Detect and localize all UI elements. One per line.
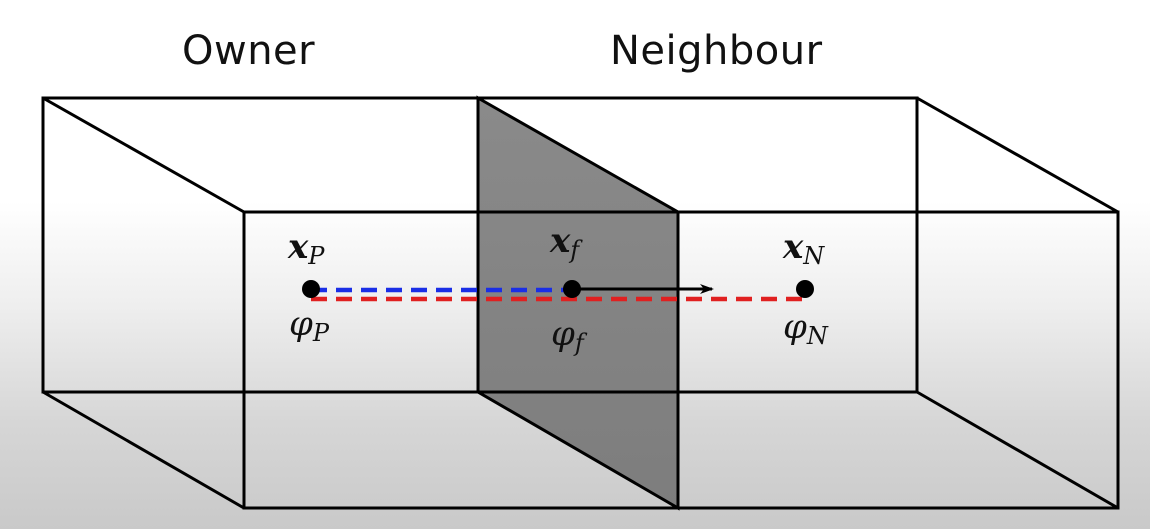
owner-label: Owner — [182, 28, 316, 74]
neighbour-position-label: xN — [782, 227, 825, 270]
front-face-outline — [242, 210, 1120, 510]
face-centroid-point — [563, 280, 581, 298]
owner-centroid-point — [302, 280, 320, 298]
shared-face — [476, 95, 680, 511]
depth-edge — [42, 390, 245, 510]
owner-position-label: xP — [287, 227, 325, 270]
neighbour-value-label: φN — [783, 307, 829, 350]
neighbour-label: Neighbour — [610, 28, 823, 74]
cell-edges — [41, 96, 1120, 510]
depth-edge — [916, 96, 1119, 214]
depth-edge — [916, 390, 1119, 510]
back-face-outline — [41, 96, 919, 394]
owner-value-label: φP — [289, 304, 330, 347]
neighbour-centroid-point — [796, 280, 814, 298]
depth-edge — [42, 96, 245, 214]
